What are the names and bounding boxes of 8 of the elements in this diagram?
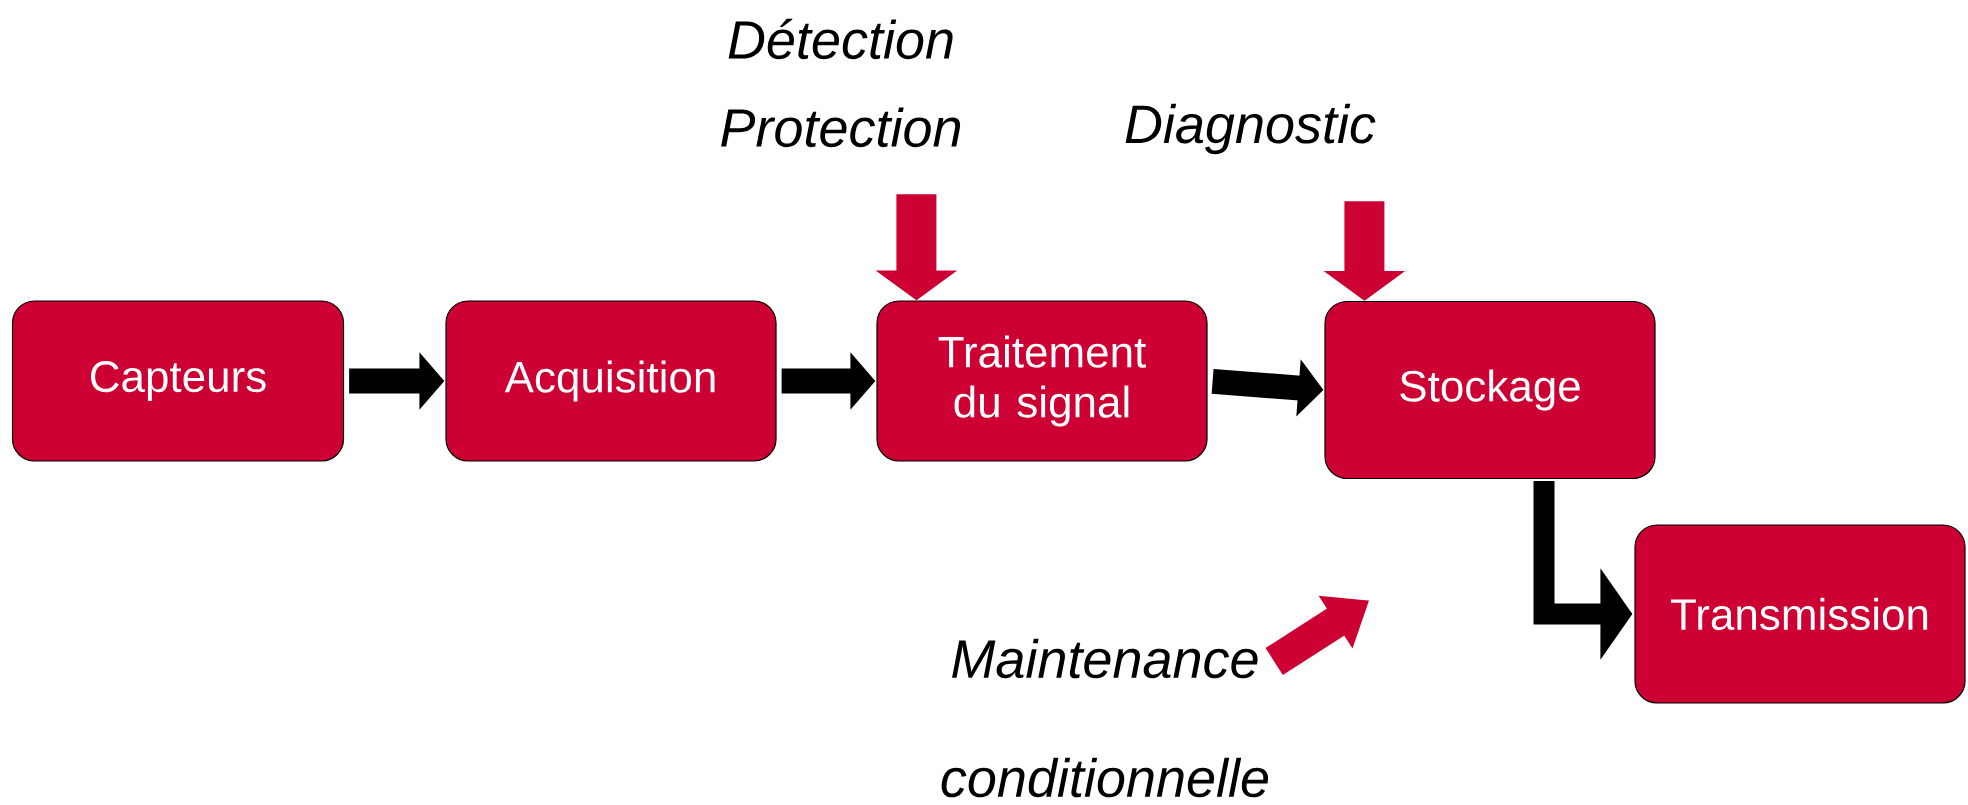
italic-label: Détection Protection — [721, 18, 961, 148]
italic-label: Maintenance conditionnelle — [941, 638, 1269, 798]
italic-label: Diagnostic — [1125, 103, 1376, 155]
process-box: Acquisition — [445, 300, 777, 462]
process-box: Transmission — [1634, 524, 1966, 704]
process-box: Stockage — [1324, 300, 1656, 480]
process-box: Traitement du signal — [876, 300, 1208, 462]
process-box: Capteurs — [11, 300, 345, 462]
